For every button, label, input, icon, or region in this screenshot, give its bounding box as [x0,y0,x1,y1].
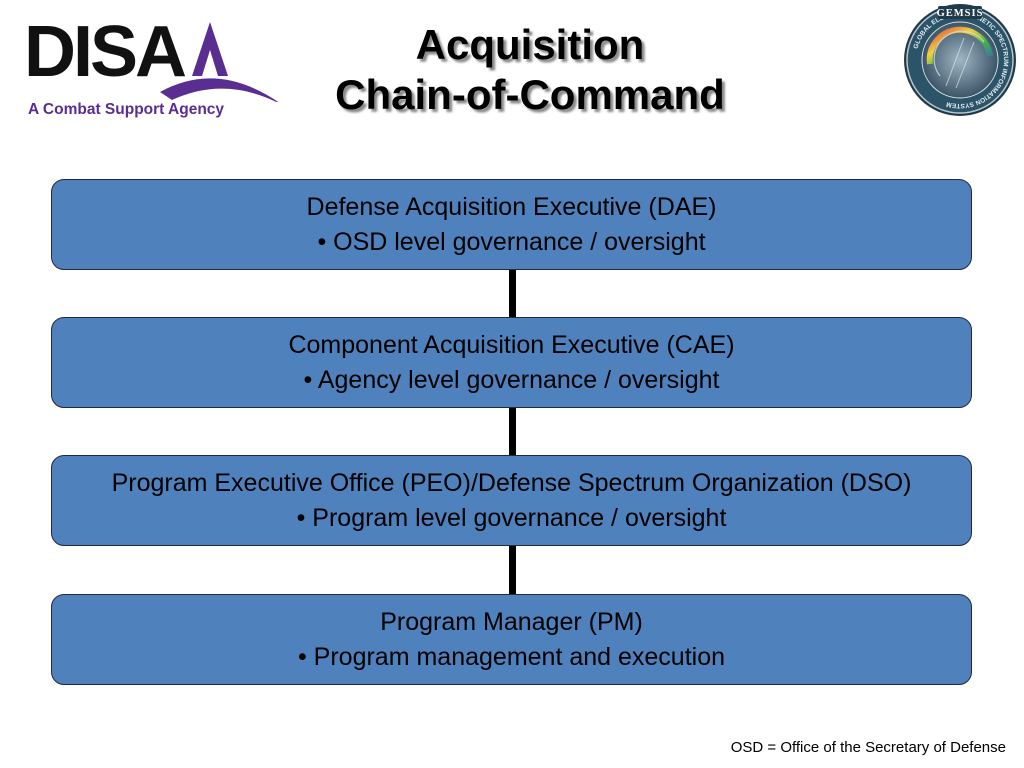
node-bullet: • Program management and execution [297,642,726,671]
node-cae: Component Acquisition Executive (CAE) • … [51,317,972,408]
node-pm: Program Manager (PM) • Program managemen… [51,594,972,685]
gemsis-seal-icon: GLOBAL ELECTROMAGNETIC SPECTRUM INFORMAT… [904,4,1016,116]
logo-a-accent-icon [192,22,228,76]
node-title: Program Manager (PM) [380,607,643,636]
connector-line [509,270,516,318]
node-title: Component Acquisition Executive (CAE) [288,330,735,359]
node-dae: Defense Acquisition Executive (DAE) • OS… [51,179,972,270]
node-peo-dso: Program Executive Office (PEO)/Defense S… [51,455,972,546]
logo-swoosh-icon [160,78,279,102]
title-line-1: Acquisition [415,21,645,68]
connector-line [509,546,516,595]
node-title: Program Executive Office (PEO)/Defense S… [111,468,912,497]
title-line-2: Chain-of-Command [335,71,725,118]
page-title: Acquisition Chain-of-Command [300,20,760,120]
tagline: A Combat Support Agency [28,101,225,118]
disa-wordmark: DISA [24,14,186,92]
node-bullet: • OSD level governance / oversight [317,227,706,256]
connector-line [509,408,516,456]
seal-title: GEMSIS [937,8,984,19]
footnote: OSD = Office of the Secretary of Defense [730,739,1006,756]
disa-logo: DISA A Combat Support Agency [22,14,287,126]
node-bullet: • Program level governance / oversight [296,503,727,532]
node-title: Defense Acquisition Executive (DAE) [306,192,717,221]
node-bullet: • Agency level governance / oversight [303,365,720,394]
disa-logo-mark: DISA [24,14,279,102]
